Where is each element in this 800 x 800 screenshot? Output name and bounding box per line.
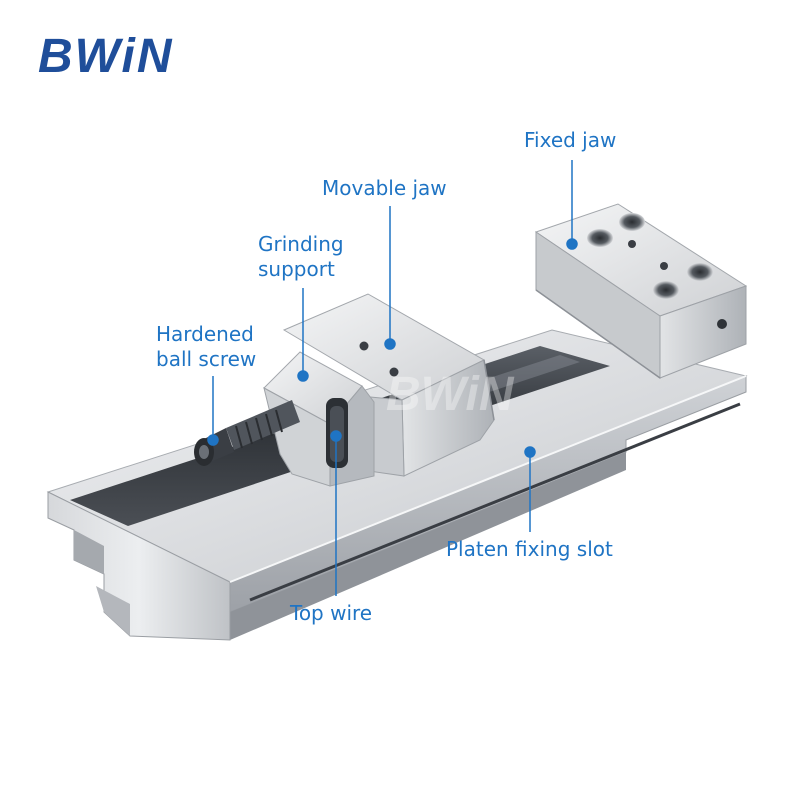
grinding-support-dot [297, 370, 309, 382]
label-grinding-support-line1: Grinding [258, 232, 344, 256]
bolt-hole [587, 229, 613, 247]
fixed-jaw-dot [566, 238, 578, 250]
label-top-wire-text: Top wire [290, 601, 373, 625]
label-hardened-ball-screw: Hardened ball screw [156, 322, 256, 372]
bolt-hole [687, 263, 713, 281]
label-fixed-jaw-text: Fixed jaw [524, 128, 617, 152]
bolt-hole [653, 281, 679, 299]
label-movable-jaw-text: Movable jaw [322, 176, 447, 200]
movable-jaw-dot [384, 338, 396, 350]
ball-screw [194, 400, 300, 466]
label-platen-fixing-slot-text: Platen fixing slot [446, 537, 613, 561]
brand-logo: BWiN [36, 28, 216, 83]
svg-text:BWiN: BWiN [38, 30, 174, 80]
label-fixed-jaw: Fixed jaw [524, 128, 616, 153]
ball-screw-dot [207, 434, 219, 446]
bolt-hole [619, 213, 645, 231]
top-wire-dot [330, 430, 342, 442]
label-ball-screw-line2: ball screw [156, 347, 257, 371]
label-ball-screw-line1: Hardened [156, 322, 254, 346]
platen-slot-dot [524, 446, 536, 458]
label-movable-jaw: Movable jaw [322, 176, 447, 201]
label-grinding-support-line2: support [258, 257, 335, 281]
bwin-logo-icon: BWiN [38, 30, 174, 83]
watermark: BWiN [386, 368, 515, 421]
label-platen-fixing-slot: Platen fixing slot [446, 537, 613, 562]
label-grinding-support: Grinding support [258, 232, 344, 282]
fixed-jaw-block [534, 203, 748, 379]
label-top-wire: Top wire [290, 601, 372, 626]
callout-lines [207, 160, 578, 596]
